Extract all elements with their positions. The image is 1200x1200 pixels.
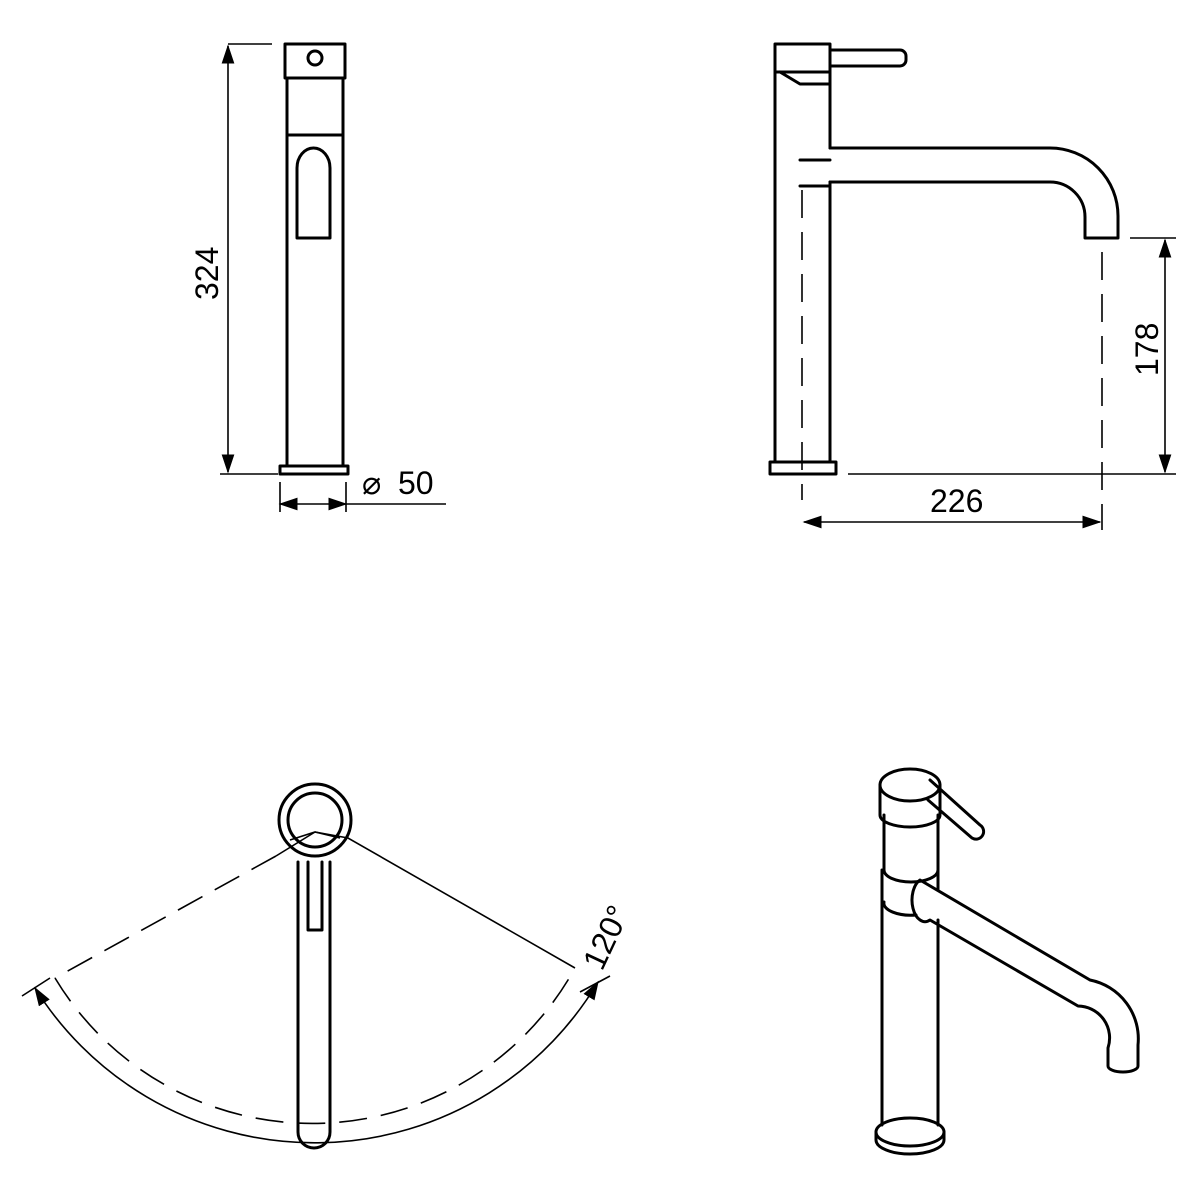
height-extension-lines xyxy=(220,43,278,475)
side-base xyxy=(768,460,838,476)
front-body xyxy=(285,76,345,468)
persp-cap-top xyxy=(878,767,942,803)
height-label: 324 xyxy=(189,247,225,300)
side-view: 178 226 xyxy=(768,42,1176,530)
spout-height-label: 178 xyxy=(1129,323,1165,376)
front-cap xyxy=(283,42,347,80)
diameter-symbol: ⌀ xyxy=(362,465,381,501)
top-view: 120° xyxy=(21,782,637,1150)
swivel-angle-label: 120° xyxy=(576,900,637,975)
spout-height-extension-lines xyxy=(848,237,1176,475)
swivel-arc xyxy=(54,967,576,1125)
diameter-label: 50 xyxy=(398,465,434,501)
persp-body xyxy=(880,868,940,1127)
swivel-right-line xyxy=(314,831,576,969)
top-spout-handle xyxy=(296,860,332,1150)
top-outer-circle xyxy=(277,782,353,858)
side-lever xyxy=(828,48,908,68)
top-inner-circle xyxy=(286,791,344,849)
diameter-extension-lines xyxy=(279,482,347,512)
side-body xyxy=(773,70,832,464)
front-cap-hole xyxy=(306,49,324,67)
front-base xyxy=(278,464,350,476)
side-cap xyxy=(773,42,832,74)
front-view: 324 ⌀ 50 xyxy=(189,42,446,512)
persp-base xyxy=(874,1116,946,1148)
persp-lever xyxy=(926,778,986,841)
side-body-band xyxy=(798,158,832,188)
front-lever-slot xyxy=(295,146,332,240)
persp-cap xyxy=(878,783,942,829)
swivel-left-line xyxy=(54,855,277,979)
perspective-view xyxy=(874,767,1140,1156)
top-lever-slot xyxy=(306,860,324,932)
side-spout xyxy=(828,146,1120,240)
swivel-dimension-arc xyxy=(34,980,599,1144)
persp-spout xyxy=(910,878,1140,1074)
spout-reach-label: 226 xyxy=(930,483,983,519)
